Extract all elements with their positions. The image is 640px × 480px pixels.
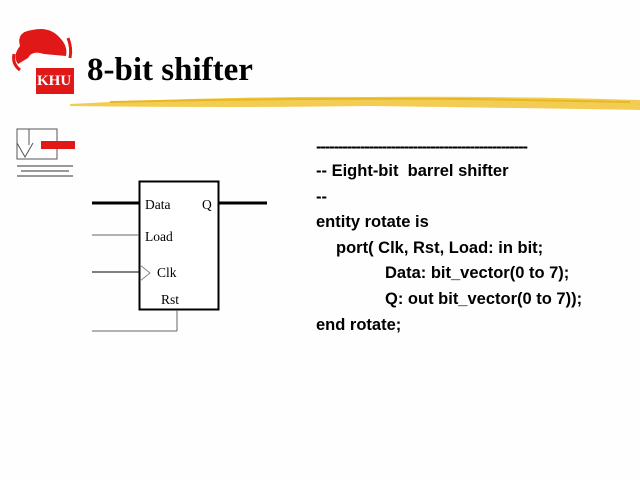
- lab-logo: [15, 127, 77, 179]
- brush-stroke-divider: [70, 92, 640, 114]
- shifter-block-diagram: Data Q Load Clk Rst: [0, 0, 300, 340]
- port-label-data: Data: [145, 197, 171, 212]
- slide-title: 8-bit shifter: [87, 52, 253, 88]
- khu-logo: KHU: [10, 24, 74, 94]
- code-line-comment: -- Eight-bit barrel shifter: [316, 162, 509, 180]
- port-label-load: Load: [145, 229, 173, 244]
- code-line-q: Q: out bit_vector(0 to 7));: [385, 290, 583, 308]
- code-line-separator: ----------------------------------------…: [316, 138, 528, 156]
- port-label-rst: Rst: [161, 292, 180, 307]
- code-line-port: port( Clk, Rst, Load: in bit;: [336, 239, 544, 257]
- code-line-entity: entity rotate is: [316, 213, 429, 231]
- code-line-comment-end: --: [316, 188, 327, 206]
- code-line-end: end rotate;: [316, 316, 402, 334]
- code-line-data: Data: bit_vector(0 to 7);: [385, 264, 570, 282]
- port-label-q: Q: [202, 197, 212, 212]
- port-label-clk: Clk: [157, 265, 177, 280]
- khu-logo-text: KHU: [37, 73, 72, 89]
